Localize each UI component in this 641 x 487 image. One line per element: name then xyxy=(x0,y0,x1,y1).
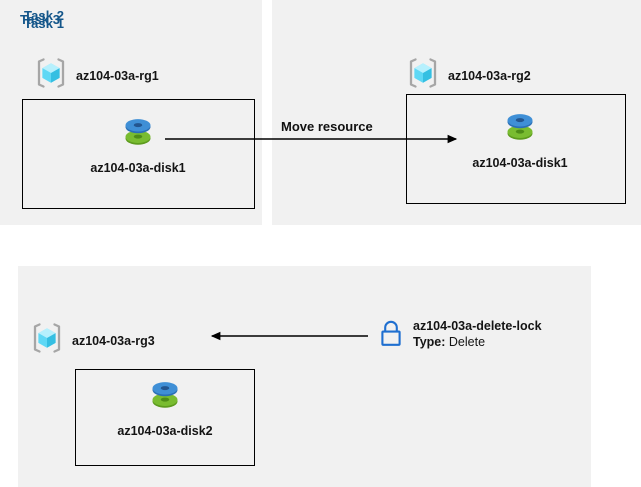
resource-1: az104-03a-disk1 xyxy=(78,112,198,175)
move-resource-label: Move resource xyxy=(281,119,373,134)
delete-lock-text: az104-03a-delete-lock Type: Delete xyxy=(413,318,542,350)
resource-container-3 xyxy=(75,369,255,466)
resource-group-3: az104-03a-rg3 xyxy=(30,321,155,360)
resource-group-label-2: az104-03a-rg2 xyxy=(448,68,531,83)
resource-group-icon xyxy=(34,56,68,95)
lock-icon xyxy=(377,318,405,355)
task-title-2: Task 2 xyxy=(24,8,65,23)
resource-container-1 xyxy=(22,99,255,209)
delete-lock-name: az104-03a-delete-lock xyxy=(413,319,542,333)
resource-label-3: az104-03a-disk2 xyxy=(117,424,213,438)
task-panel-2 xyxy=(272,0,641,225)
move-resource-arrow xyxy=(165,134,458,144)
resource-group-label-1: az104-03a-rg1 xyxy=(76,68,159,83)
delete-lock-type: Type: Delete xyxy=(413,334,542,350)
task-title-1: Task 1 xyxy=(24,16,65,31)
managed-disk-icon xyxy=(146,375,184,420)
task-title-3: Task 3 xyxy=(20,12,61,27)
delete-lock-type-label: Type: xyxy=(413,335,446,349)
managed-disk-icon xyxy=(501,107,539,152)
resource-3: az104-03a-disk2 xyxy=(105,375,225,438)
resource-label-2: az104-03a-disk1 xyxy=(472,156,568,170)
resource-group-label-3: az104-03a-rg3 xyxy=(72,333,155,348)
delete-lock-arrow xyxy=(210,331,368,341)
resource-label-1: az104-03a-disk1 xyxy=(90,161,186,175)
delete-lock: az104-03a-delete-lock Type: Delete xyxy=(377,318,542,355)
delete-lock-type-value: Delete xyxy=(448,335,486,349)
managed-disk-icon xyxy=(119,112,157,157)
resource-group-icon xyxy=(406,56,440,95)
resource-group-1: az104-03a-rg1 xyxy=(34,56,159,95)
task-panel-1 xyxy=(0,0,262,225)
resource-2: az104-03a-disk1 xyxy=(460,107,580,170)
resource-container-2 xyxy=(406,94,626,204)
resource-group-2: az104-03a-rg2 xyxy=(406,56,531,95)
task-panel-3 xyxy=(18,266,591,487)
resource-group-icon xyxy=(30,321,64,360)
